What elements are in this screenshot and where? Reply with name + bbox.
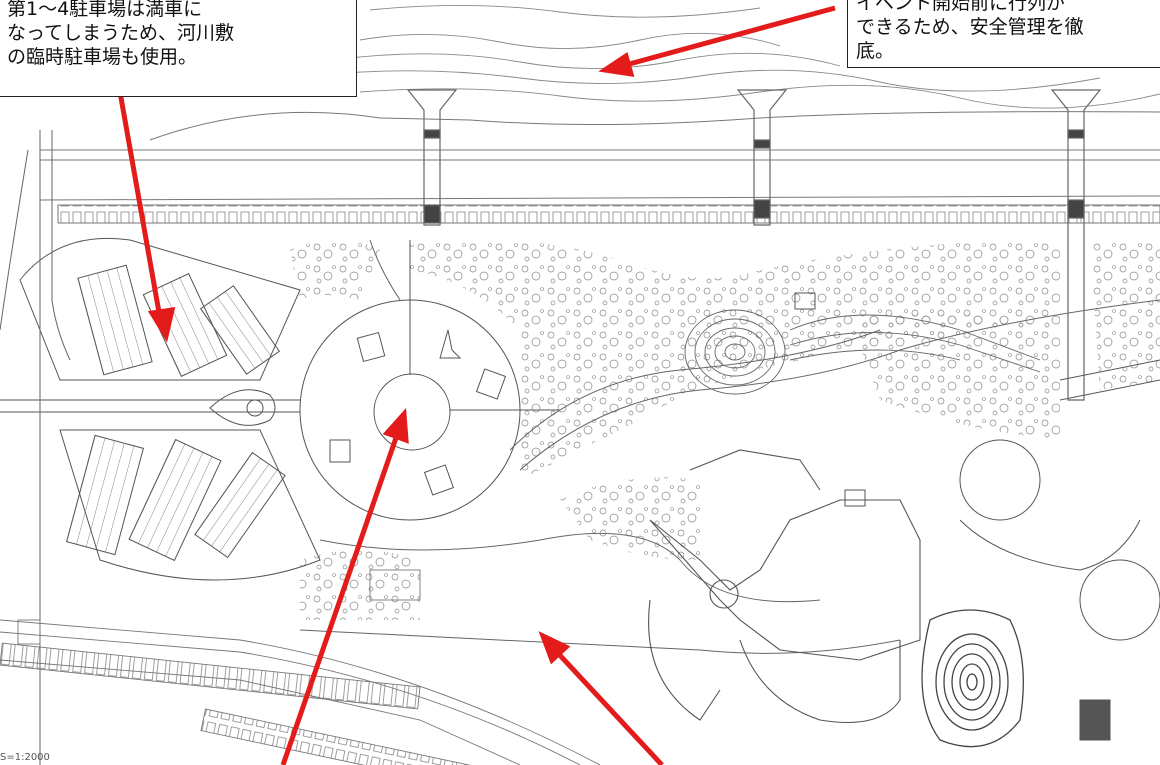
parking-lots <box>0 237 321 581</box>
callout-queue-line-2: できるため、安全管理を徹 <box>856 16 1084 38</box>
embankment <box>39 111 1160 224</box>
callout-parking-line-2: なってしまうため、河川敷 <box>7 22 235 44</box>
tree-areas <box>290 240 1160 620</box>
callout-parking: 第1〜4駐車場は満車に なってしまうため、河川敷 の臨時駐車場も使用。 <box>0 0 357 97</box>
park-paths <box>299 239 1160 654</box>
lawn-areas <box>648 449 921 723</box>
scale-note: S=1:2000 <box>0 752 50 763</box>
callout-queue-line-3: 底。 <box>856 40 895 62</box>
maze <box>921 609 1024 748</box>
callout-parking-line-3: の臨時駐車場も使用。 <box>7 46 198 68</box>
callout-queue-safety: イベント開始前に行列が できるため、安全管理を徹 底。 <box>847 0 1160 68</box>
callout-parking-line-1: 第1〜4駐車場は満車に <box>7 0 203 20</box>
river <box>329 5 1160 109</box>
central-plaza <box>299 240 560 521</box>
bridge-piers <box>406 89 1102 401</box>
callout-arrows <box>117 5 836 765</box>
spiral-hill <box>684 309 1041 395</box>
right-facilities <box>794 292 1160 741</box>
rail-tracks <box>0 569 601 765</box>
callout-queue-line-1: イベント開始前に行列が <box>856 0 1066 14</box>
